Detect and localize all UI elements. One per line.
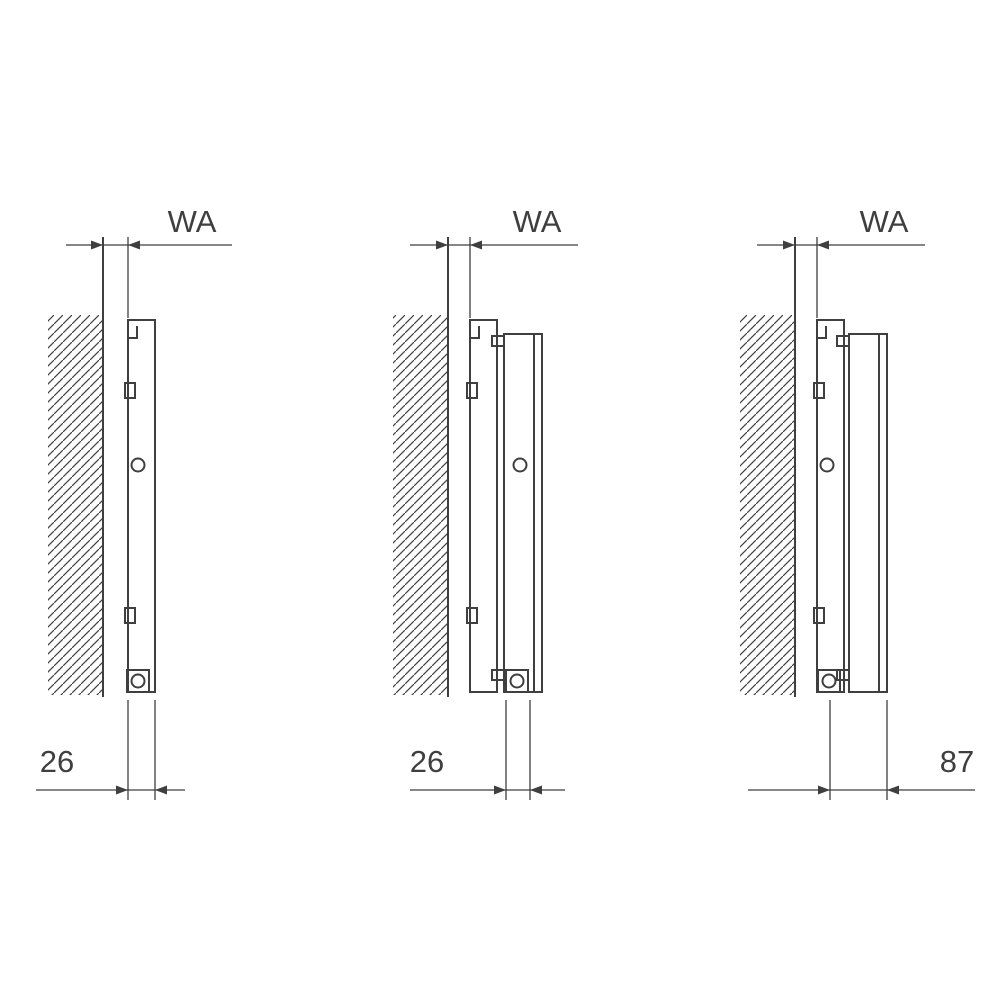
mounting-profile: [466, 319, 498, 693]
dimension-arrow: [128, 240, 140, 250]
figure-3: WA 87: [740, 204, 975, 800]
valve-assembly: [126, 669, 150, 693]
fixing-hole-circle: [130, 457, 146, 473]
dimension-arrow: [91, 240, 103, 250]
dimension-arrow: [494, 785, 506, 795]
depth-label: 87: [940, 744, 974, 779]
fixing-hole-circle: [819, 457, 835, 473]
dimension-arrow: [530, 785, 542, 795]
drawing-root: WA 26: [36, 204, 975, 800]
mounting-profile: [124, 319, 156, 693]
dimension-arrow: [818, 785, 830, 795]
wall-hatch: [48, 315, 103, 695]
dimension-arrow: [155, 785, 167, 795]
dimension-arrow: [436, 240, 448, 250]
wall-hatch: [740, 315, 795, 695]
dimension-arrow: [817, 240, 829, 250]
dimension-arrow: [116, 785, 128, 795]
dimension-arrow: [470, 240, 482, 250]
depth-label: 26: [40, 744, 74, 779]
wall-distance-label: WA: [168, 204, 217, 239]
wall-distance-label: WA: [513, 204, 562, 239]
depth-label: 26: [410, 744, 444, 779]
wall-distance-label: WA: [860, 204, 909, 239]
mounting-profile: [813, 319, 845, 693]
dimension-arrow: [783, 240, 795, 250]
figure-1: WA 26: [36, 204, 232, 800]
radiator-panel: [491, 333, 543, 693]
figure-2: WA 26: [393, 204, 578, 800]
valve-assembly: [505, 669, 529, 693]
fixing-hole-circle: [512, 457, 528, 473]
wall-hatch: [393, 315, 448, 695]
dimension-arrow: [887, 785, 899, 795]
